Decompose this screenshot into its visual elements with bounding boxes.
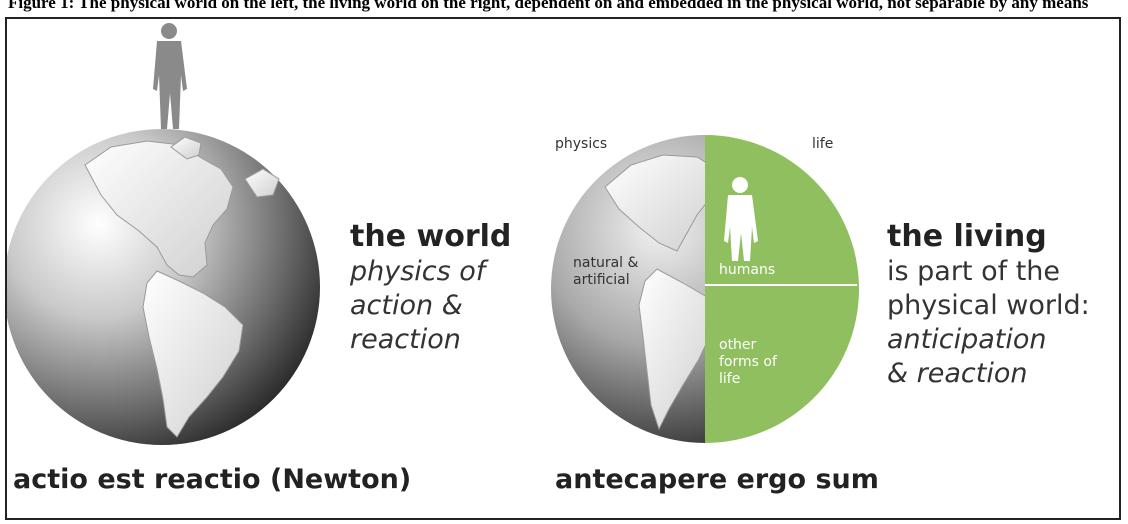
- right-caption: antecapere ergo sum: [555, 464, 879, 495]
- right-body: is part of the physical world:: [887, 256, 1090, 321]
- label-life: life: [812, 136, 834, 152]
- continents-right: [604, 154, 705, 431]
- illustration: [7, 23, 859, 445]
- left-globe: [7, 129, 320, 445]
- right-globe: [551, 135, 859, 443]
- life-half: [705, 135, 859, 443]
- right-title: the living: [887, 219, 1047, 254]
- left-subtitle: physics of action & reaction: [350, 256, 486, 355]
- figure-header: Figure 1: The physical world on the left…: [0, 0, 1128, 18]
- person-silhouette-icon: [153, 23, 187, 129]
- figure-frame: the world physics of action & reaction p…: [5, 17, 1121, 520]
- label-humans: humans: [719, 262, 776, 278]
- label-physics: physics: [555, 136, 608, 152]
- left-title: the world: [350, 219, 512, 254]
- human-figure-icon: [724, 177, 758, 261]
- figure-caption: Figure 1: The physical world on the left…: [8, 0, 1089, 12]
- label-other-life: other forms of life: [719, 337, 777, 387]
- left-caption: actio est reactio (Newton): [13, 464, 412, 495]
- continents-left: [84, 136, 280, 438]
- right-emphasis: anticipation & reaction: [887, 324, 1047, 389]
- label-natural-artificial: natural & artificial: [573, 255, 639, 288]
